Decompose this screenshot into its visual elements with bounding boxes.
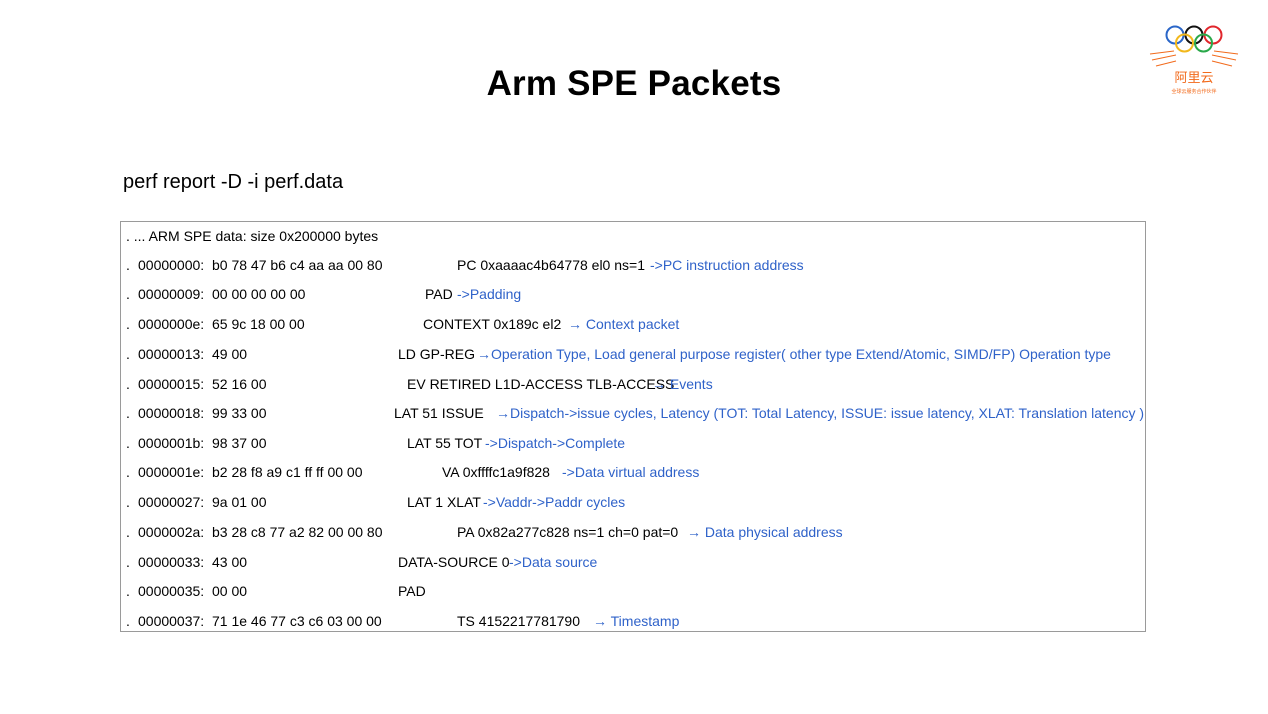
- row-offset: 00000015:: [138, 376, 205, 392]
- olympic-rings-icon: 阿里云 全球云服务合作伙伴: [1149, 25, 1239, 95]
- row-offset: 00000018:: [138, 405, 205, 421]
- row-bytes: 9a 01 00: [212, 494, 267, 510]
- row-note: → Events: [652, 376, 713, 392]
- row-prefix: .: [126, 286, 130, 302]
- row-prefix: .: [126, 435, 130, 451]
- spe-dump-box: . ... ARM SPE data: size 0x200000 bytes …: [120, 221, 1146, 632]
- row-bytes: 65 9c 18 00 00: [212, 316, 305, 332]
- row-note: → Data physical address: [687, 524, 843, 540]
- row-note: → Timestamp: [593, 613, 680, 629]
- row-offset: 00000009:: [138, 286, 205, 302]
- row-note: →Operation Type, Load general purpose re…: [477, 346, 1111, 362]
- row-note: ->Vaddr->Paddr cycles: [483, 494, 626, 510]
- row-prefix: .: [126, 257, 130, 273]
- row-packet: CONTEXT 0x189c el2: [423, 316, 562, 332]
- row-bytes: 00 00: [212, 583, 248, 599]
- row-offset: 0000001e:: [138, 464, 205, 480]
- row-prefix: .: [126, 376, 130, 392]
- row-packet: PAD: [398, 583, 426, 599]
- row-bytes: 71 1e 46 77 c3 c6 03 00 00: [212, 613, 382, 629]
- row-prefix: .: [126, 464, 130, 480]
- row-packet: EV RETIRED L1D-ACCESS TLB-ACCESS: [407, 376, 675, 392]
- row-packet: LAT 1 XLAT: [407, 494, 481, 510]
- row-bytes: b3 28 c8 77 a2 82 00 00 80: [212, 524, 383, 540]
- row-prefix: .: [126, 405, 130, 421]
- row-bytes: 52 16 00: [212, 376, 267, 392]
- row-bytes: 00 00 00 00 00: [212, 286, 306, 302]
- row-note: ->Data virtual address: [562, 464, 700, 480]
- row-packet: VA 0xffffc1a9f828: [442, 464, 550, 480]
- row-packet: TS 4152217781790: [457, 613, 580, 629]
- row-packet: DATA-SOURCE 0: [398, 554, 510, 570]
- row-note: ->PC instruction address: [650, 257, 804, 273]
- row-packet: PA 0x82a277c828 ns=1 ch=0 pat=0: [457, 524, 679, 540]
- row-prefix: .: [126, 554, 130, 570]
- row-bytes: 99 33 00: [212, 405, 267, 421]
- row-prefix: .: [126, 316, 130, 332]
- dump-header: . ... ARM SPE data: size 0x200000 bytes: [126, 228, 379, 244]
- row-note: ->Padding: [457, 286, 522, 302]
- row-bytes: b2 28 f8 a9 c1 ff ff 00 00: [212, 464, 363, 480]
- row-prefix: .: [126, 494, 130, 510]
- row-packet: PAD: [425, 286, 453, 302]
- row-note: ->Data source: [509, 554, 598, 570]
- row-note: ->Dispatch->Complete: [485, 435, 626, 451]
- row-offset: 00000027:: [138, 494, 205, 510]
- row-offset: 00000037:: [138, 613, 205, 629]
- row-packet: LAT 51 ISSUE: [394, 405, 484, 421]
- row-prefix: .: [126, 524, 130, 540]
- row-bytes: 98 37 00: [212, 435, 267, 451]
- row-offset: 00000035:: [138, 583, 205, 599]
- row-note: → Context packet: [568, 316, 680, 332]
- brand-tagline: 全球云服务合作伙伴: [1171, 88, 1216, 95]
- row-offset: 00000033:: [138, 554, 205, 570]
- perf-command: perf report -D -i perf.data: [123, 171, 344, 193]
- row-bytes: 49 00: [212, 346, 248, 362]
- page-title: Arm SPE Packets: [486, 64, 782, 103]
- alibaba-cloud-logo: 阿里云 全球云服务合作伙伴: [1146, 22, 1242, 98]
- row-offset: 0000001b:: [138, 435, 205, 451]
- row-packet: LAT 55 TOT: [407, 435, 483, 451]
- row-packet: PC 0xaaaac4b64778 el0 ns=1: [457, 257, 645, 273]
- row-offset: 0000002a:: [138, 524, 205, 540]
- row-bytes: 43 00: [212, 554, 248, 570]
- brand-text: 阿里云: [1174, 71, 1213, 86]
- row-offset: 00000000:: [138, 257, 205, 273]
- row-offset: 0000000e:: [138, 316, 205, 332]
- row-offset: 00000013:: [138, 346, 205, 362]
- row-prefix: .: [126, 583, 130, 599]
- row-prefix: .: [126, 613, 130, 629]
- row-note: →Dispatch->issue cycles, Latency (TOT: T…: [496, 405, 1145, 421]
- row-bytes: b0 78 47 b6 c4 aa aa 00 80: [212, 257, 383, 273]
- row-packet: LD GP-REG: [398, 346, 476, 362]
- row-prefix: .: [126, 346, 130, 362]
